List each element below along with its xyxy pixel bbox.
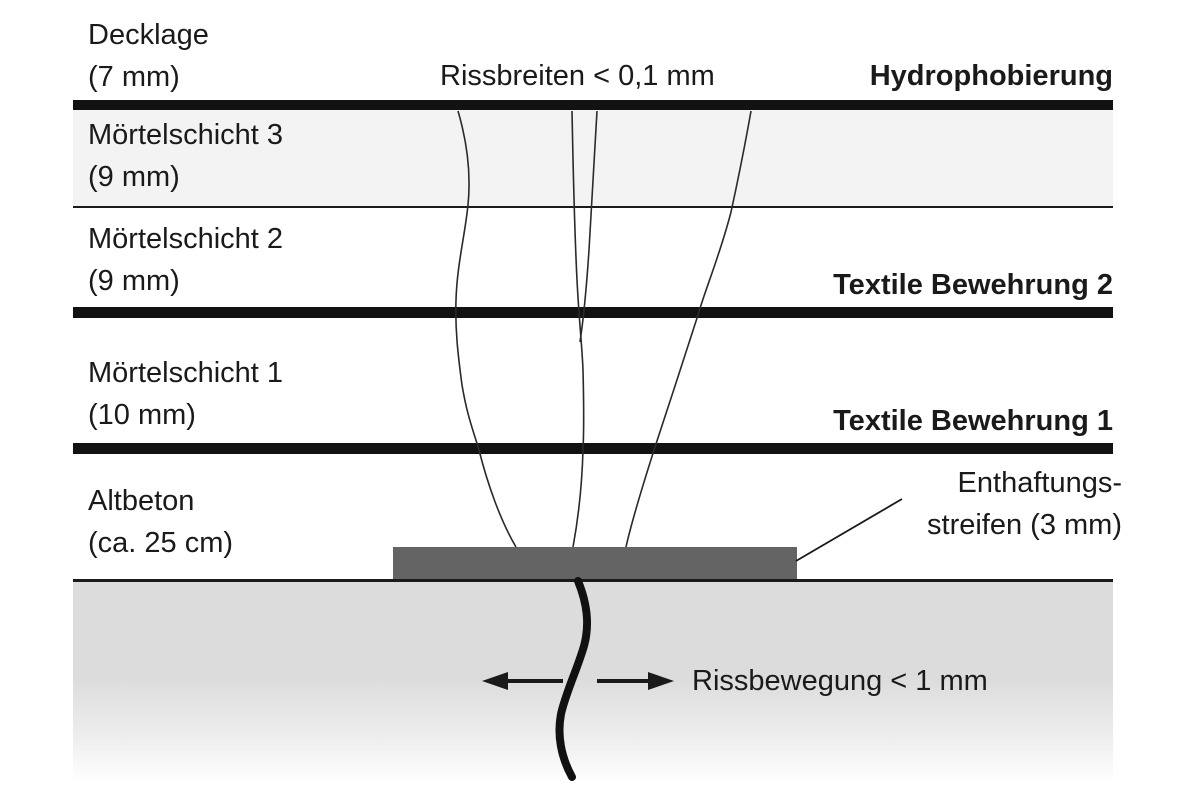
crack-movement-annotation: Rissbewegung < 1 mm <box>692 665 988 697</box>
layer-name: Mörtelschicht 3 <box>88 119 284 151</box>
layer-name: Altbeton <box>88 485 195 517</box>
old-concrete-surface-line <box>73 579 1113 582</box>
layer-name: Mörtelschicht 1 <box>88 357 284 389</box>
mortar-layer-3-bottom-line <box>73 206 1113 208</box>
textile-reinforcement-2-line <box>73 307 1113 318</box>
enthaftungsstreifen-leader-line <box>795 498 903 562</box>
layer-thickness: (9 mm) <box>88 265 180 297</box>
old-concrete-band <box>73 582 1113 782</box>
layer-thickness: (7 mm) <box>88 61 180 93</box>
layer-label-moertelschicht-1: Mörtelschicht 1 (10 mm) <box>88 352 283 436</box>
textile-bewehrung-2-annotation: Textile Bewehrung 2 <box>833 269 1113 301</box>
layer-thickness: (10 mm) <box>88 399 196 431</box>
layer-name: Decklage <box>88 19 209 51</box>
layer-label-moertelschicht-2: Mörtelschicht 2 (9 mm) <box>88 218 283 302</box>
layer-thickness: (9 mm) <box>88 161 180 193</box>
debonding-strip <box>393 547 797 579</box>
enthaftungsstreifen-line1: Enthaftungs- <box>957 467 1122 499</box>
layer-thickness: (ca. 25 cm) <box>88 527 234 559</box>
crack-widths-annotation: Rissbreiten < 0,1 mm <box>440 60 715 92</box>
layer-label-decklage: Decklage (7 mm) <box>88 14 209 98</box>
textile-bewehrung-1-annotation: Textile Bewehrung 1 <box>833 405 1113 437</box>
enthaftungsstreifen-line2: streifen (3 mm) <box>927 509 1122 541</box>
textile-reinforcement-1-line <box>73 443 1113 454</box>
hydrophobierung-annotation: Hydrophobierung <box>869 60 1113 92</box>
layer-name: Mörtelschicht 2 <box>88 223 284 255</box>
layer-label-moertelschicht-3: Mörtelschicht 3 (9 mm) <box>88 114 283 198</box>
enthaftungsstreifen-annotation: Enthaftungs- streifen (3 mm) <box>927 462 1122 546</box>
layer-label-altbeton: Altbeton (ca. 25 cm) <box>88 480 233 564</box>
hydrophobierung-surface-line <box>73 100 1113 110</box>
